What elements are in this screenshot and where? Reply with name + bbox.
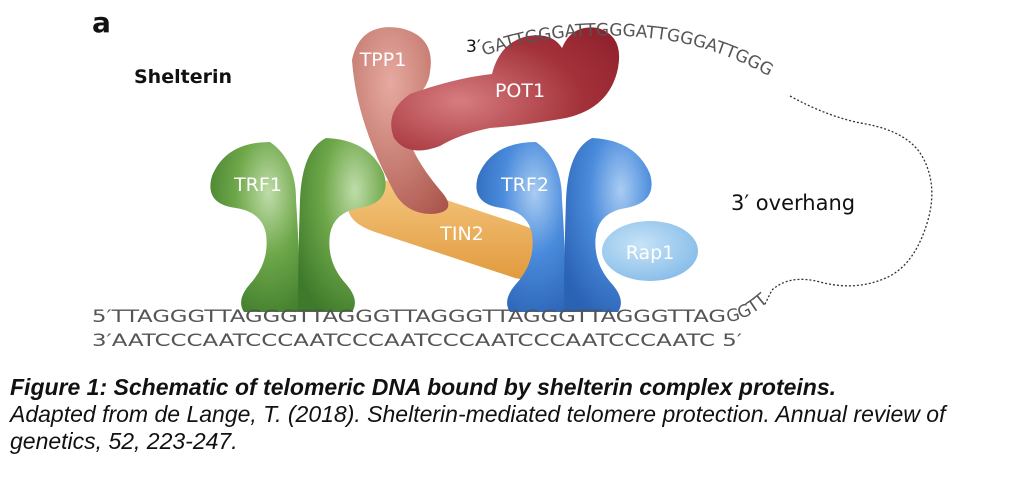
trf2-dimer — [476, 138, 652, 312]
tin2-protein — [347, 179, 554, 281]
tin2-label: TIN2 — [439, 223, 484, 245]
dna-bottom-strand: 3′AATCCCAATCCCAATCCCAATCCCAATCCCAATCCCAA… — [92, 331, 742, 351]
tpp1-label: TPP1 — [359, 49, 407, 71]
single-strand-prefix: 3′ — [466, 37, 481, 57]
dna-top-sequence: TTAGGGTTAGGGTTAGGGTTAGGGTTAGGGTTAGGGTTAG — [110, 307, 726, 327]
caption-title: Figure 1: Schematic of telomeric DNA bou… — [10, 374, 837, 400]
dna-bottom-prefix: 3′ — [92, 331, 112, 351]
complex-title: Shelterin — [134, 66, 232, 88]
rap1-label: Rap1 — [626, 242, 675, 264]
dna-top-strand: 5′TTAGGGTTAGGGTTAGGGTTAGGGTTAGGGTTAGGGTT… — [92, 307, 726, 327]
rap1-protein — [602, 221, 698, 281]
trf1-left-subunit — [210, 142, 300, 312]
figure-caption: Figure 1: Schematic of telomeric DNA bou… — [10, 374, 1016, 455]
trf2-right-subunit — [564, 138, 652, 312]
trf1-right-subunit — [298, 138, 386, 312]
dna-bottom-suffix: 5′ — [715, 331, 742, 351]
trf2-left-subunit — [476, 142, 566, 312]
shelterin-diagram: TRF1 TRF2 TIN2 TPP1 POT1 Rap1 3′ GATTGGG… — [92, 20, 933, 351]
overhang-label: 3′ overhang — [731, 191, 856, 215]
caption-citation: Adapted from de Lange, T. (2018). Shelte… — [10, 401, 946, 454]
dna-bottom-sequence: AATCCCAATCCCAATCCCAATCCCAATCCCAATCCCAATC — [112, 331, 715, 351]
trf1-label: TRF1 — [233, 174, 282, 196]
trf1-dimer — [210, 138, 386, 312]
trf2-label: TRF2 — [500, 174, 549, 196]
overhang-loop — [763, 95, 933, 307]
shelterin-figure: a Shelterin 3′ overhang — [92, 6, 933, 351]
panel-letter: a — [92, 6, 111, 39]
pot1-label: POT1 — [495, 80, 545, 102]
pot1-protein — [391, 27, 620, 151]
overhang-tail-textpath: GGTT — [725, 289, 773, 327]
overhang-tail: GGTT — [725, 289, 773, 327]
dna-top-prefix: 5′ — [92, 307, 112, 327]
